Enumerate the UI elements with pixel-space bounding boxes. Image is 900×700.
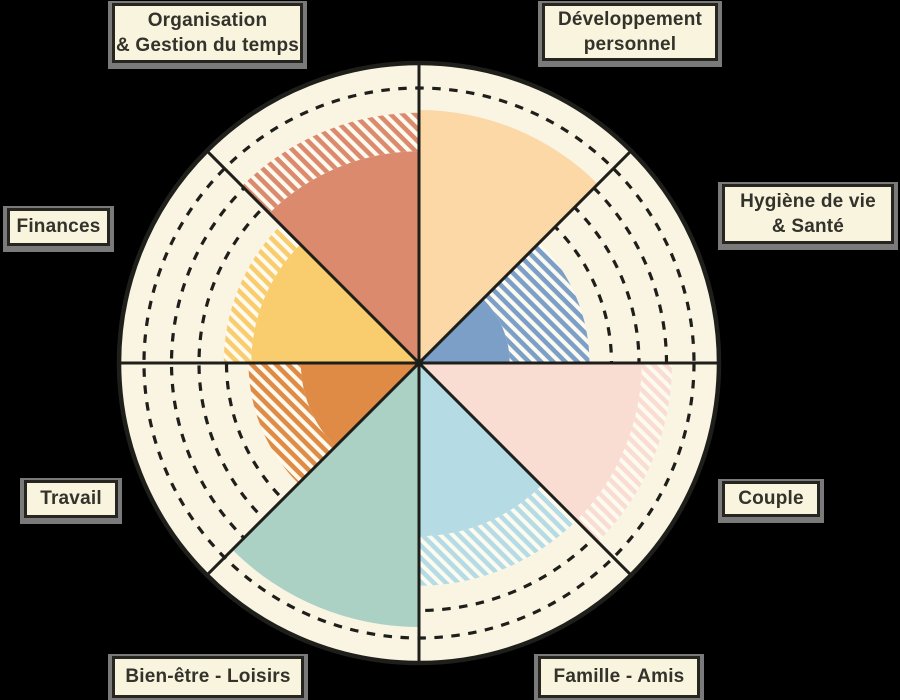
label-text: Bien-être - Loisirs	[125, 666, 291, 688]
sector-label-bienetre: Bien-être - Loisirs	[112, 656, 304, 698]
label-text: & Santé	[771, 216, 845, 237]
sector-label-developpement: Développement personnel	[542, 3, 718, 61]
sector-label-hygiene: Hygiène de vie & Santé	[722, 184, 894, 244]
label-text: Famille - Amis	[553, 666, 685, 688]
label-text: Organisation	[147, 9, 268, 31]
label-text: personnel	[583, 34, 677, 55]
sector-label-organisation: Organisation & Gestion du temps	[112, 3, 303, 63]
label-text: Couple	[738, 488, 804, 510]
sector-label-finances: Finances	[7, 208, 110, 246]
label-text: Travail	[40, 488, 102, 510]
sector-label-travail: Travail	[24, 480, 118, 518]
label-text: & Gestion du temps	[115, 35, 300, 56]
sector-label-couple: Couple	[722, 481, 820, 517]
label-text: Développement	[557, 8, 703, 30]
sector-label-famille: Famille - Amis	[538, 656, 700, 698]
label-text: Finances	[16, 216, 101, 238]
label-text: Hygiène de vie	[740, 190, 876, 212]
